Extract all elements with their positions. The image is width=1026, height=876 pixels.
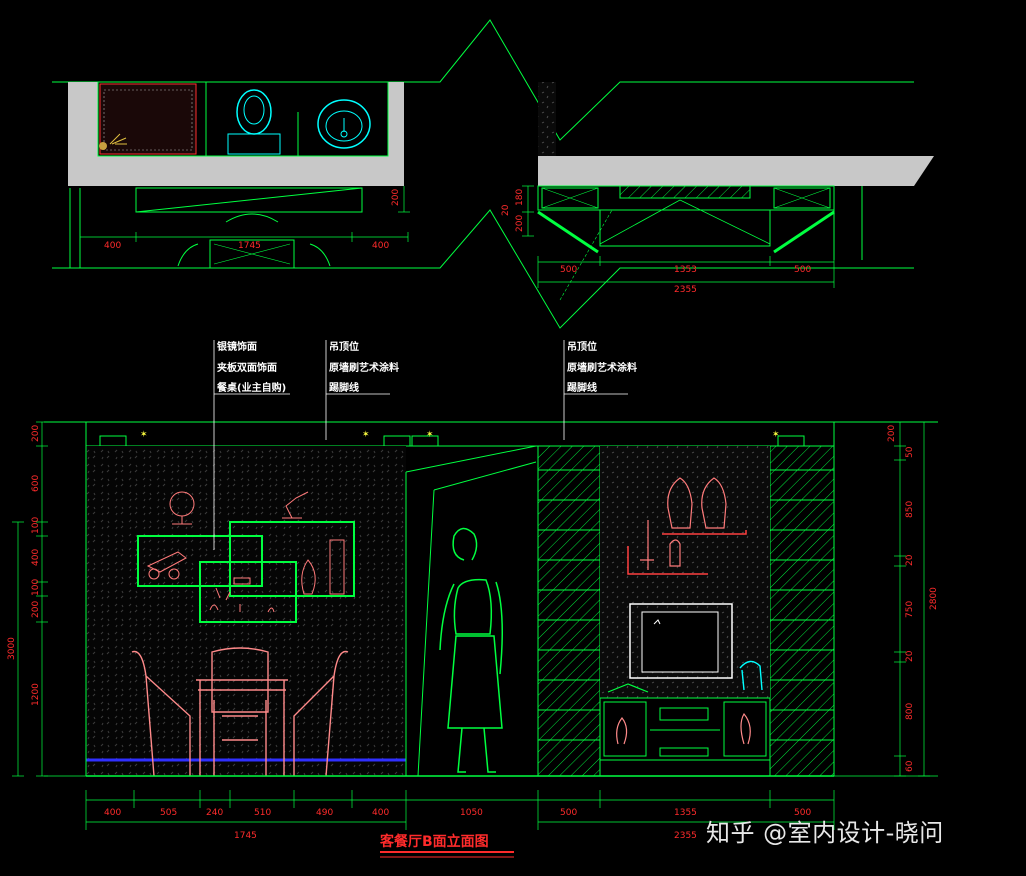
watermark: 知乎 @室内设计-晓问 <box>706 819 944 847</box>
right-dim-lines <box>894 421 930 777</box>
plan-dim-total: 2355 <box>674 285 697 295</box>
dim-b-8: 500 <box>560 808 577 818</box>
svg-text:✶: ✶ <box>426 430 434 440</box>
dim-b-2: 505 <box>160 808 177 818</box>
bottom-dim-lines <box>85 790 835 830</box>
plan-dim-6: 500 <box>794 265 811 275</box>
dim-b-9: 1355 <box>674 808 697 818</box>
dim-b-4: 510 <box>254 808 271 818</box>
toilet-icon <box>227 89 281 155</box>
svg-text:✶: ✶ <box>362 430 370 440</box>
callout-leaders <box>213 340 628 550</box>
dim-b-1: 400 <box>104 808 121 818</box>
dim-b-5: 490 <box>316 808 333 818</box>
dim-r-8: 60 <box>905 760 915 772</box>
plan-vdim-2: 20 <box>501 204 511 216</box>
dim-l-4: 400 <box>31 549 41 566</box>
tv-icon <box>629 603 733 679</box>
dim-b-10: 500 <box>794 808 811 818</box>
dim-total-1: 1745 <box>234 831 257 841</box>
dim-b-7: 1050 <box>460 808 483 818</box>
callout-mid-1: 吊顶位 <box>329 340 359 353</box>
dim-r-3: 850 <box>905 501 915 518</box>
tv-cabinet <box>599 697 771 761</box>
wall-left <box>86 446 406 776</box>
plan-vdim-3: 180 <box>515 189 525 206</box>
column-right <box>769 445 835 777</box>
callout-left-3: 餐桌(业主自购) <box>216 381 286 394</box>
plan-dims-left <box>79 232 409 242</box>
callout-right-2: 原墙刷艺术涂料 <box>567 361 637 374</box>
left-dim-lines <box>12 421 48 777</box>
column-left <box>537 445 601 777</box>
knob-icon <box>99 142 107 150</box>
dim-l-7: 1200 <box>31 683 41 706</box>
dim-r-4: 20 <box>905 554 915 566</box>
dim-r-total: 2800 <box>929 587 939 610</box>
dim-l-total: 3000 <box>7 637 17 660</box>
person-figure <box>439 527 503 773</box>
svg-text:✶: ✶ <box>772 430 780 440</box>
plan-dim-1: 400 <box>104 241 121 251</box>
dim-r-7: 800 <box>905 703 915 720</box>
dim-l-5: 100 <box>31 579 41 596</box>
callout-mid-3: 踢脚线 <box>329 381 359 394</box>
callout-right-1: 吊顶位 <box>567 340 597 353</box>
display-shelves <box>137 521 355 623</box>
dim-l-1: 200 <box>31 425 41 442</box>
dim-r-6: 20 <box>905 650 915 662</box>
callout-left-2: 夹板双面饰面 <box>217 361 277 374</box>
dim-r-5: 750 <box>905 601 915 618</box>
dim-l-3: 100 <box>31 517 41 534</box>
plan-dims-right <box>537 256 835 288</box>
plan-vdim-1: 200 <box>391 189 401 206</box>
callout-right-3: 踢脚线 <box>567 381 597 394</box>
basin-icon <box>317 99 371 149</box>
dim-r-1: 200 <box>887 425 897 442</box>
callout-left-1: 银镜饰面 <box>217 340 257 353</box>
ceiling-slab-right <box>538 156 934 186</box>
dim-l-6: 200 <box>31 601 41 618</box>
plan-dim-5: 1353 <box>674 265 697 275</box>
dim-b-6: 400 <box>372 808 389 818</box>
plan-dim-4: 500 <box>560 265 577 275</box>
plan-dim-2: 1745 <box>238 241 261 251</box>
dim-r-2: 50 <box>905 446 915 458</box>
dim-b-3: 240 <box>206 808 223 818</box>
svg-text:✶: ✶ <box>140 430 148 440</box>
dining-set <box>131 647 349 777</box>
callout-mid-2: 原墙刷艺术涂料 <box>329 361 399 374</box>
elevation: ✶ ✶ ✶ ✶ <box>44 421 938 777</box>
drawing-title: 客餐厅B面立面图 <box>379 833 489 850</box>
dim-l-2: 600 <box>31 475 41 492</box>
plan-vdim-4: 200 <box>515 215 525 232</box>
plan-section: 400 1745 400 500 1353 500 2355 200 20 18… <box>52 19 934 329</box>
dim-total-2: 2355 <box>674 831 697 841</box>
plan-dim-3: 400 <box>372 241 389 251</box>
